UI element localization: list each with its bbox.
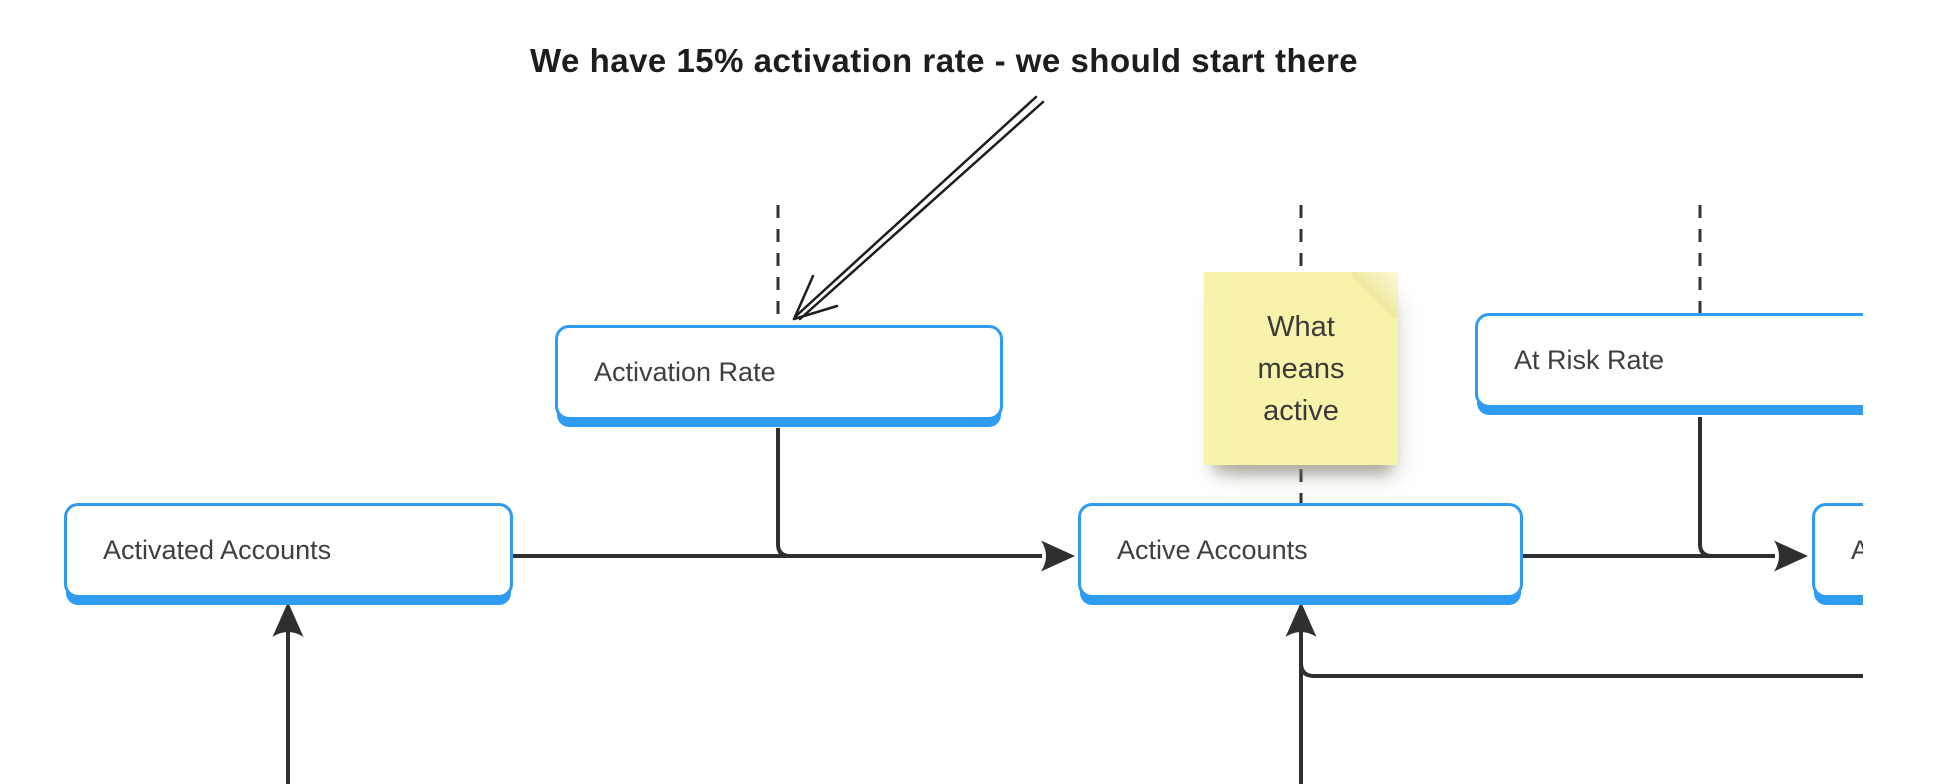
node-activated-accounts[interactable]: Activated Accounts <box>64 503 513 598</box>
annotation-arrow-shaft[interactable] <box>794 95 1038 318</box>
node-at-risk-rate[interactable]: At Risk Rate <box>1475 313 1863 408</box>
node-label: Activation Rate <box>594 357 776 387</box>
node-label: Active Accounts <box>1117 535 1308 565</box>
arrowhead-into-active-accounts-left[interactable] <box>1041 540 1075 572</box>
arrowhead-into-activated-accounts-bottom[interactable] <box>272 602 304 637</box>
node-activation-rate[interactable]: Activation Rate <box>555 325 1003 420</box>
node-clipped-right[interactable]: A <box>1812 503 1863 598</box>
node-label: At Risk Rate <box>1514 345 1665 375</box>
annotation-arrow-shaft-2[interactable] <box>798 100 1045 321</box>
sticky-note-line: means <box>1257 352 1345 385</box>
node-label: Activated Accounts <box>103 535 332 565</box>
node-label: A <box>1851 535 1863 565</box>
connector-feedback-branch[interactable] <box>1299 662 1863 678</box>
connector-activation-rate-drop[interactable] <box>776 428 791 558</box>
annotation-arrow-barb-2[interactable] <box>792 274 815 321</box>
arrowhead-into-partial-node[interactable] <box>1774 540 1808 572</box>
sticky-note-line: What <box>1267 310 1335 343</box>
annotation-arrow-barb[interactable] <box>792 304 839 321</box>
annotation-arrow[interactable] <box>792 95 1045 321</box>
node-active-accounts[interactable]: Active Accounts <box>1078 503 1523 598</box>
arrowhead-into-active-accounts-bottom[interactable] <box>1285 602 1317 637</box>
sticky-note-line: active <box>1263 394 1339 427</box>
connector-at-risk-rate-drop[interactable] <box>1698 417 1713 558</box>
connector-layer <box>272 95 1863 784</box>
diagram-canvas[interactable]: What means active Activation Rate Activa… <box>0 0 1863 784</box>
handwritten-annotation[interactable]: We have 15% activation rate - we should … <box>530 42 1359 79</box>
sticky-note[interactable]: What means active <box>1204 272 1398 465</box>
